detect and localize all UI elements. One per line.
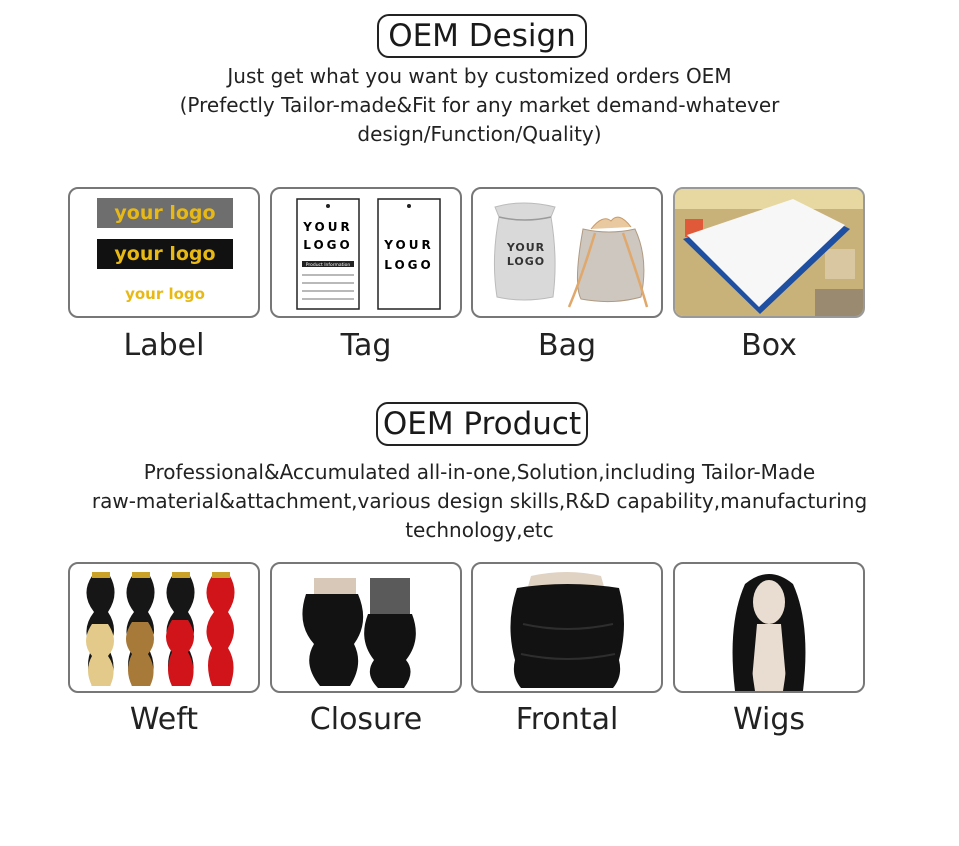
tag-card: YOUR LOGO Product Information YOUR LOGO (270, 187, 462, 318)
wigs-card (673, 562, 865, 693)
oem-product-title: OEM Product (376, 402, 588, 446)
box-card (673, 187, 865, 318)
tag2-logo-line2: LOGO (384, 258, 433, 272)
label-card: your logo your logo your logo (68, 187, 260, 318)
frontal-illustration (510, 572, 624, 688)
oem-design-title: OEM Design (377, 14, 587, 58)
design-description-line-3: design/Function/Quality) (357, 122, 602, 146)
tag2-logo-line1: YOUR (383, 238, 433, 252)
weft-bundles-illustration (86, 572, 235, 686)
bag-caption: Bag (537, 328, 596, 363)
bag-card: YOUR LOGO (471, 187, 663, 318)
wigs-caption: Wigs (732, 702, 805, 737)
tag1-logo-line1: YOUR (302, 220, 352, 234)
frontal-caption: Frontal (515, 702, 619, 737)
wig-mannequin-illustration (732, 574, 806, 691)
box-caption: Box (741, 328, 797, 363)
design-description-line-1: Just get what you want by customized ord… (227, 64, 732, 88)
label-logo-black: your logo (97, 239, 233, 269)
label-logo-white: your logo (97, 279, 233, 309)
tag1-logo-line2: LOGO (303, 238, 352, 252)
bag-logo-line2: LOGO (507, 255, 545, 268)
label-caption: Label (123, 328, 205, 363)
label-logo-grey: your logo (97, 198, 233, 228)
product-description-line-3: technology,etc (405, 518, 554, 542)
weft-caption: Weft (129, 702, 199, 737)
satin-bags-illustration: YOUR LOGO (493, 202, 649, 308)
closure-card (270, 562, 462, 693)
closure-caption: Closure (309, 702, 423, 737)
closure-illustration (302, 578, 416, 688)
product-description-line-2: raw-material&attachment,various design s… (91, 489, 868, 513)
bag-logo-line1: YOUR (506, 241, 545, 254)
weft-card (68, 562, 260, 693)
packaging-box-illustration (675, 189, 863, 316)
tag-caption: Tag (340, 328, 392, 363)
hang-tags-illustration: YOUR LOGO Product Information YOUR LOGO (296, 198, 441, 310)
tag1-info-header: Product Information (306, 262, 351, 268)
design-description-line-2: (Prefectly Tailor-made&Fit for any marke… (179, 93, 780, 117)
product-description-line-1: Professional&Accumulated all-in-one,Solu… (143, 460, 816, 484)
frontal-card (471, 562, 663, 693)
